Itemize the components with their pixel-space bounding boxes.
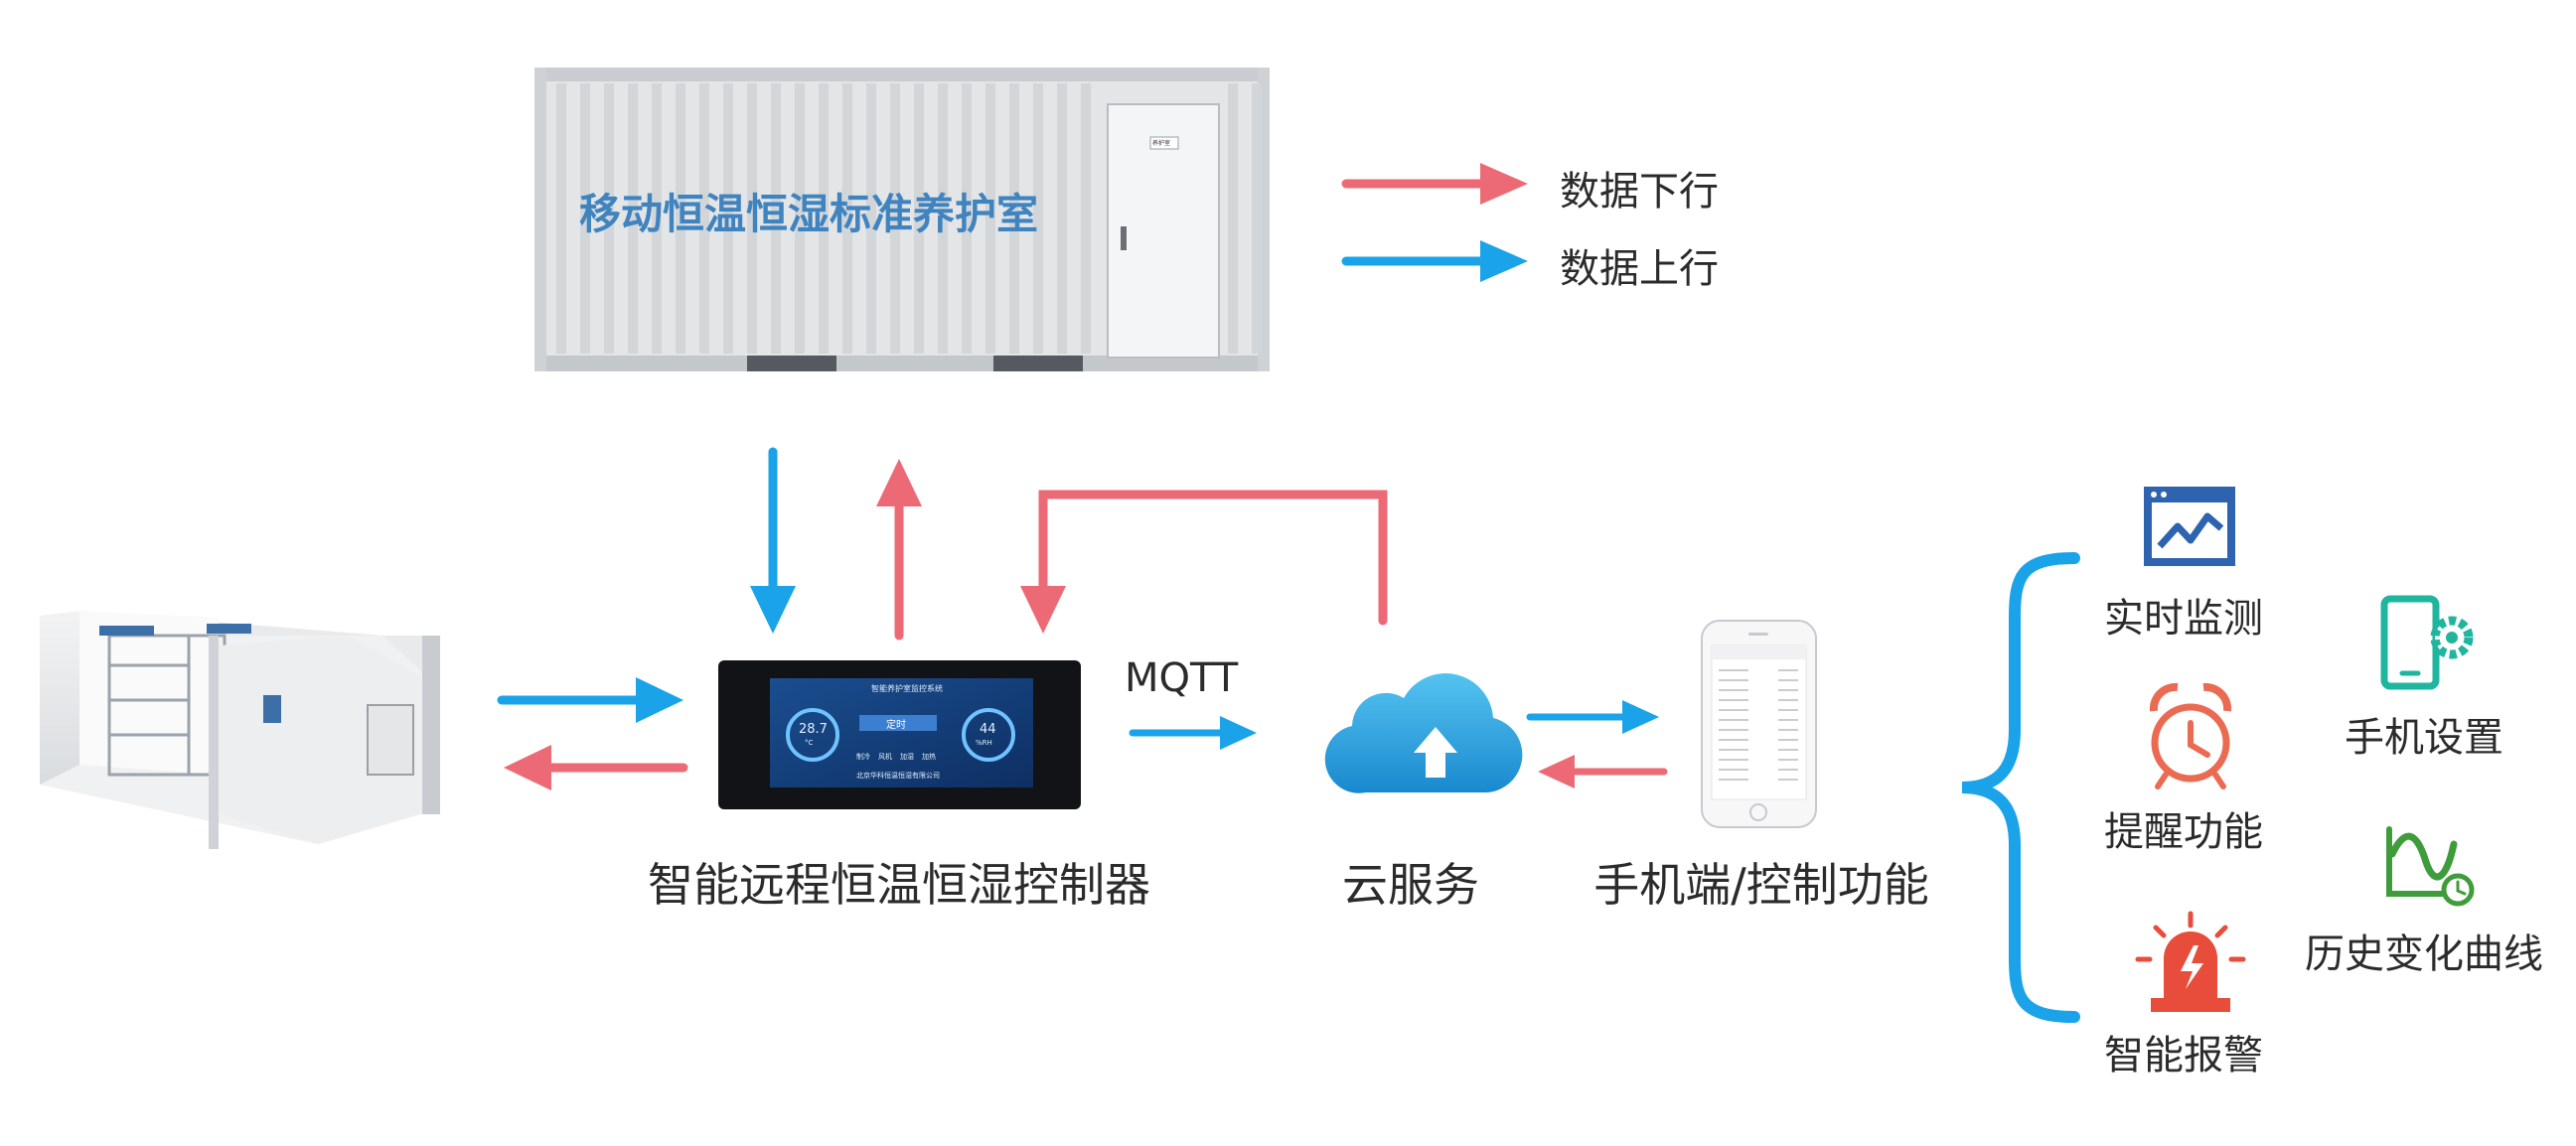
- screen-button-fan: 风机: [878, 753, 892, 761]
- container-rib: [1228, 83, 1238, 354]
- feature-label-phone-settings: 手机设置: [2345, 715, 2503, 761]
- screen-button-heat: 加热: [922, 753, 936, 761]
- cloud-to-controller-arrow: [1038, 490, 1388, 626]
- screen-footer: 北京华科恒温恒湿有限公司: [856, 772, 940, 780]
- container-rib: [1081, 83, 1091, 354]
- container-rib: [1033, 83, 1043, 354]
- door-sign-text: 养护室: [1152, 140, 1171, 147]
- feature-label-reminder: 提醒功能: [2104, 809, 2263, 855]
- container-rib: [962, 83, 972, 354]
- screen-hum-unit: %RH: [976, 739, 992, 747]
- temp-gauge: [786, 708, 839, 762]
- container-rib: [747, 83, 757, 354]
- curing-room-image: [40, 611, 440, 849]
- legend-downlink-label: 数据下行: [1560, 169, 1719, 215]
- container-rib: [842, 83, 852, 354]
- screen-mode: 定时: [886, 720, 906, 731]
- feature-label-realtime: 实时监测: [2104, 596, 2263, 642]
- container-rib: [771, 83, 781, 354]
- container-rib: [1009, 83, 1019, 354]
- container-rib: [985, 83, 995, 354]
- container-image: [534, 68, 1270, 371]
- container-rib: [795, 83, 805, 354]
- container-rib: [652, 83, 662, 354]
- container-rib: [890, 83, 900, 354]
- container-rib: [628, 83, 638, 354]
- screen-button-cool: 制冷: [856, 753, 870, 761]
- arrows: [497, 163, 1668, 790]
- screen-button-humidify: 加湿: [900, 753, 914, 761]
- screen-header: 智能养护室监控系统: [871, 684, 943, 693]
- screen-hum-value: 44: [980, 722, 996, 737]
- feature-brace: [1961, 552, 2080, 1023]
- container-rib: [914, 83, 924, 354]
- alarm-clock-icon: [2149, 682, 2232, 789]
- container-rib: [604, 83, 614, 354]
- container-rib: [938, 83, 948, 354]
- cloud-icon: [1324, 673, 1523, 793]
- phone-label: 手机端/控制功能: [1593, 858, 1929, 912]
- phone-image: [1701, 620, 1817, 828]
- controller-label: 智能远程恒温恒湿控制器: [648, 858, 1150, 912]
- door-sign: [1149, 136, 1179, 150]
- container-rib: [556, 83, 566, 354]
- container-rib: [699, 83, 709, 354]
- controller-screen: [770, 678, 1033, 788]
- mqtt-label: MQTT: [1125, 655, 1239, 701]
- container-rib: [819, 83, 829, 354]
- cloud-label: 云服务: [1342, 858, 1479, 912]
- controller-device: [718, 660, 1081, 809]
- feature-label-history: 历史变化曲线: [2305, 931, 2543, 977]
- monitor-chart-icon: [2144, 487, 2235, 566]
- container-rib: [1252, 83, 1262, 354]
- container-title: 移动恒温恒湿标准养护室: [579, 190, 1039, 238]
- screen-temp-unit: °C: [805, 739, 814, 747]
- alarm-siren-icon: [2135, 911, 2246, 1012]
- history-curve-icon: [2386, 826, 2475, 907]
- screen-temp-value: 28.7: [799, 722, 828, 737]
- container-rib: [866, 83, 876, 354]
- container-rib: [723, 83, 733, 354]
- container-rib: [676, 83, 685, 354]
- phone-settings-icon: [2380, 595, 2474, 690]
- container-rib: [1057, 83, 1067, 354]
- legend-uplink-label: 数据上行: [1560, 246, 1719, 292]
- feature-label-alarm: 智能报警: [2104, 1033, 2263, 1078]
- container-rib: [580, 83, 590, 354]
- hum-gauge: [962, 708, 1015, 762]
